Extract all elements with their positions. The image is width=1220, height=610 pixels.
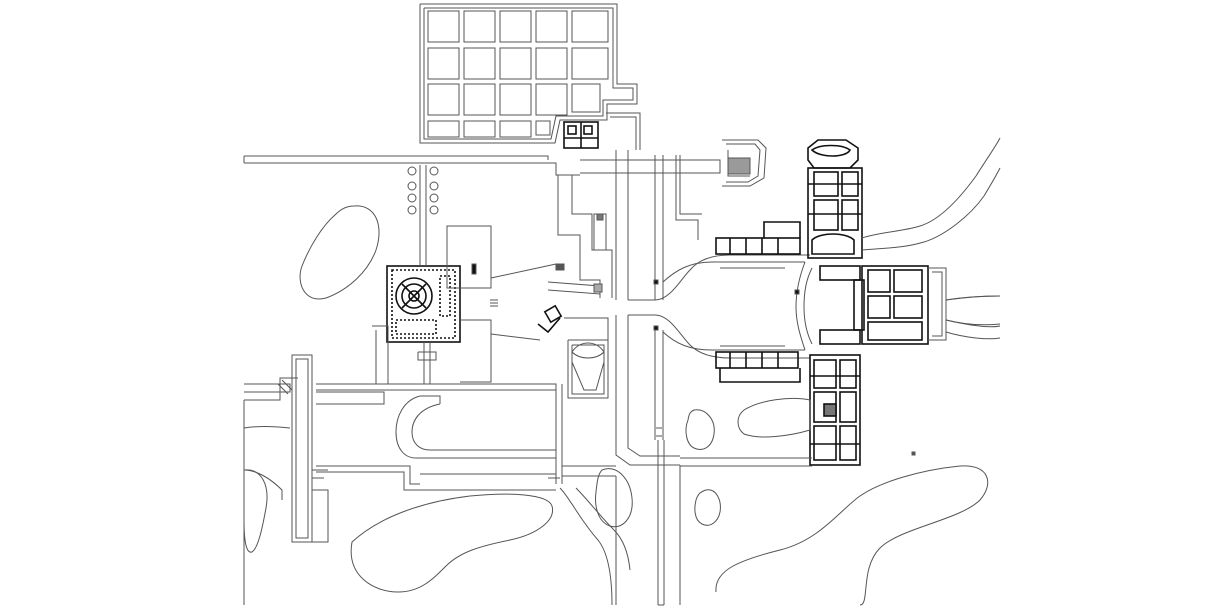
fountain-sculpture-group (407, 165, 439, 266)
palace-center-block (819, 265, 929, 345)
temple-pavilion (564, 317, 609, 399)
middle-blocks (446, 175, 613, 383)
landscape-lawns (243, 137, 1001, 606)
upper-road (243, 112, 750, 177)
palace-west-wing-north (715, 221, 801, 255)
parterre-garden-grid (419, 3, 638, 144)
garden-pavilion (563, 121, 599, 149)
forecourt (628, 254, 813, 359)
lower-road (244, 325, 812, 491)
cottage-small (537, 304, 563, 334)
entry-lodge (722, 139, 767, 187)
palace-north-wing (807, 139, 863, 259)
palace-west-wing-south (715, 351, 801, 383)
site-boundary-lines (243, 400, 664, 606)
central-avenue (615, 150, 702, 605)
palace-south-wing (809, 354, 861, 466)
